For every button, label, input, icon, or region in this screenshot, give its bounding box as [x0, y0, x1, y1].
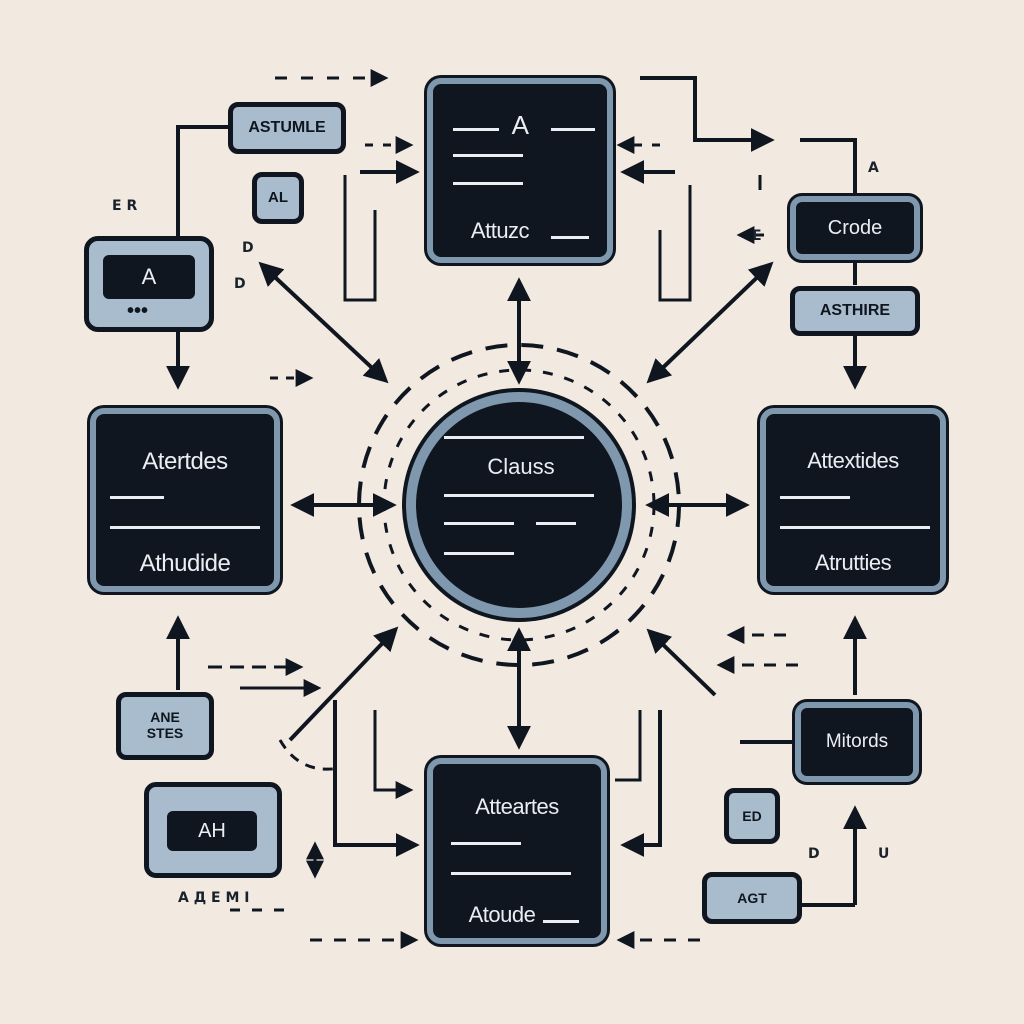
connector-bottom-right-2: [615, 710, 642, 782]
crode-chip[interactable]: Crode: [790, 196, 920, 260]
line: [444, 522, 514, 525]
arrow-to-center-bottomleft: [288, 626, 399, 742]
a-device-dots: •••: [127, 300, 149, 322]
connector-astumle: [176, 125, 228, 240]
connector-top-right-2: [800, 138, 857, 195]
left-node-title: Atertdes: [142, 448, 228, 475]
right-node-title: Attextides: [807, 448, 899, 473]
line: [543, 920, 579, 923]
label-a1: A: [868, 160, 879, 176]
label-d1: D: [242, 240, 254, 256]
a-device-screen: A: [103, 255, 195, 299]
ed-chip[interactable]: ED: [724, 788, 780, 844]
ane-stes-chip[interactable]: ANE STES: [116, 692, 214, 760]
line: [110, 526, 260, 529]
label-er: E R: [112, 198, 138, 214]
line: [780, 496, 850, 499]
astumle-chip[interactable]: ASTUMLE: [228, 102, 346, 154]
connector-bottom-right: [620, 710, 662, 857]
line: [453, 182, 523, 185]
arrow-center-topright: [646, 261, 774, 384]
right-node-footer: Atrutties: [814, 550, 892, 575]
ah-chip[interactable]: AH: [144, 782, 282, 878]
left-node-footer: Athudide: [139, 550, 231, 577]
connector-top-right-elbow: [658, 185, 692, 302]
bottom-node-footer: Atoude: [468, 902, 536, 927]
connector-bottom-left-2: [373, 710, 414, 799]
line: [536, 522, 576, 525]
connector-bottom-left: [333, 700, 420, 857]
agt-chip[interactable]: AGT: [702, 872, 802, 924]
label-d2: D: [234, 276, 246, 292]
arrow-to-center-bottomright: [646, 628, 717, 697]
label-d3: D: [808, 846, 820, 862]
label-aq-emi: A Д E M I: [178, 890, 250, 906]
center-node[interactable]: Clauss: [406, 392, 632, 618]
mitords-chip[interactable]: Mitords: [795, 702, 919, 782]
line: [453, 154, 523, 157]
line: [551, 236, 589, 239]
label-ei: E: [752, 228, 762, 244]
connector-top-left-elbow: [343, 175, 377, 302]
ane-stes-line-2: STES: [146, 725, 184, 741]
line: [444, 494, 594, 497]
line: [453, 128, 499, 131]
line: [451, 842, 521, 845]
arrow-center-topleft: [258, 261, 389, 384]
asthire-chip[interactable]: ASTHIRE: [790, 286, 920, 336]
bottom-node-title: Atteartes: [475, 794, 559, 819]
ah-chip-screen: AH: [167, 811, 257, 851]
line: [551, 128, 595, 131]
left-node[interactable]: Atertdes Athudide: [90, 408, 280, 592]
al-chip[interactable]: AL: [252, 172, 304, 224]
line: [780, 526, 930, 529]
top-node-letter: A: [511, 110, 529, 140]
line: [444, 436, 584, 439]
line: [451, 872, 571, 875]
connector-top-right: [640, 76, 775, 152]
a-device-chip[interactable]: A •••: [84, 236, 214, 332]
top-node-footer: Attuzc: [470, 218, 530, 243]
line: [110, 496, 164, 499]
label-u1: U: [878, 846, 890, 862]
bottom-node[interactable]: Atteartes Atoude: [427, 758, 607, 944]
center-node-title: Clauss: [487, 454, 555, 479]
line: [444, 552, 514, 555]
ane-stes-line-1: ANE: [150, 709, 180, 725]
top-node[interactable]: A Attuzc: [427, 78, 613, 263]
right-node[interactable]: Attextides Atrutties: [760, 408, 946, 592]
